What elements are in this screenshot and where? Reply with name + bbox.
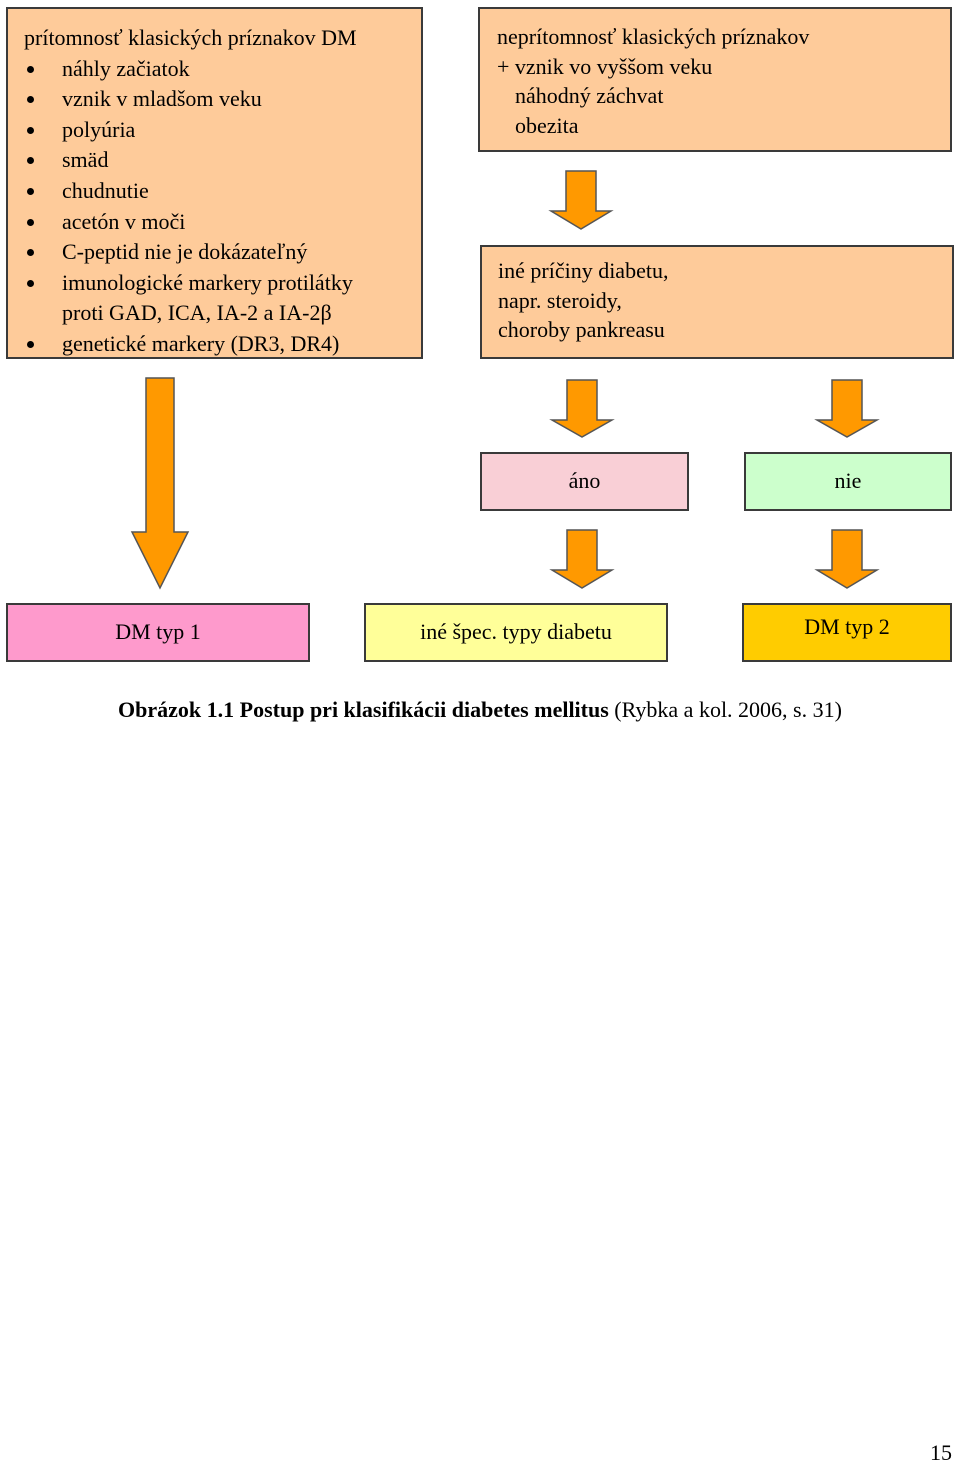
box-line: obezita <box>515 112 579 138</box>
arrow-down-icon <box>814 529 880 589</box>
classic-symptoms-heading: prítomnosť klasických príznakov DM <box>24 25 357 50</box>
no-label: nie <box>834 468 862 494</box>
no-classic-symptoms-box: neprítomnosť klasických príznakov + vzni… <box>478 7 952 152</box>
result-dm-type-1-label: DM typ 1 <box>115 619 201 645</box>
result-dm-type-1-box: DM typ 1 <box>6 603 310 662</box>
list-item: chudnutie <box>24 176 421 207</box>
arrow-down-icon <box>549 529 615 589</box>
figure-caption: Obrázok 1.1 Postup pri klasifikácii diab… <box>0 697 960 723</box>
result-dm-type-2-label: DM typ 2 <box>804 614 890 640</box>
box-line: iné príčiny diabetu, <box>498 258 669 283</box>
box-line: napr. steroidy, <box>498 287 622 313</box>
other-causes-box: iné príčiny diabetu, napr. steroidy, cho… <box>480 245 954 359</box>
page-number: 15 <box>930 1440 952 1465</box>
list-item: náhly začiatok <box>24 54 421 85</box>
list-item: polyúria <box>24 115 421 146</box>
result-dm-type-2-box: DM typ 2 <box>742 603 952 662</box>
yes-label: áno <box>568 468 601 494</box>
figure-caption-title: Obrázok 1.1 Postup pri klasifikácii diab… <box>118 697 609 722</box>
list-item: smäd <box>24 145 421 176</box>
arrow-down-icon <box>814 379 880 438</box>
classic-symptoms-list: náhly začiatok vznik v mladšom veku poly… <box>24 54 421 360</box>
yes-box: áno <box>480 452 689 511</box>
arrow-down-icon <box>549 379 615 438</box>
list-item: acetón v moči <box>24 207 421 238</box>
box-line: choroby pankreasu <box>498 317 665 342</box>
box-line: náhodný záchvat <box>515 83 664 108</box>
figure-caption-source: (Rybka a kol. 2006, s. 31) <box>608 697 842 722</box>
flow-arrows <box>130 170 880 590</box>
list-item: C-peptid nie je dokázateľný <box>24 237 421 268</box>
result-specific-types-box: iné špec. typy diabetu <box>364 603 668 662</box>
classic-symptoms-box: prítomnosť klasických príznakov DM náhly… <box>6 7 423 359</box>
box-line: neprítomnosť klasických príznakov <box>497 24 810 49</box>
arrow-down-icon <box>548 170 614 230</box>
box-line: + vznik vo vyššom veku <box>497 53 713 79</box>
list-item: genetické markery (DR3, DR4) <box>24 329 421 360</box>
no-box: nie <box>744 452 952 511</box>
arrow-down-icon <box>130 377 190 590</box>
result-specific-types-label: iné špec. typy diabetu <box>420 619 612 645</box>
list-item-continuation: proti GAD, ICA, IA-2 a IA-2β <box>62 300 332 326</box>
list-item: vznik v mladšom veku <box>24 84 421 115</box>
